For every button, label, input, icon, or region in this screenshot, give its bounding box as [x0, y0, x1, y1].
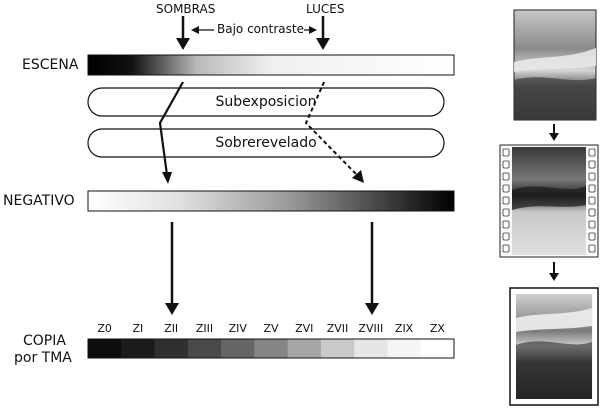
zone-label: ZIV	[228, 322, 247, 335]
zone-swatch	[187, 339, 222, 358]
sprocket-hole	[502, 232, 510, 241]
lights-path-arrow	[304, 81, 364, 183]
print-label-line2: por TMA	[14, 350, 72, 366]
zone-label: Z0	[97, 322, 112, 335]
zone-swatch	[154, 339, 189, 358]
sprocket-hole	[588, 196, 596, 205]
negative-film-strip	[499, 144, 599, 258]
sprocket-hole	[588, 172, 596, 181]
film-sprocket-holes	[502, 148, 596, 253]
sprocket-hole	[502, 184, 510, 193]
sprocket-hole	[588, 208, 596, 217]
scene-label: ESCENA	[22, 57, 79, 73]
zone-label: ZX	[429, 322, 445, 335]
sprocket-hole	[502, 172, 510, 181]
sprocket-hole	[588, 244, 596, 253]
lights-label: LUCES	[306, 2, 345, 16]
zone-swatch	[320, 339, 355, 358]
negative-gradient-bar	[87, 190, 455, 212]
sprocket-hole	[502, 208, 510, 217]
zone-label: ZVIII	[358, 322, 384, 335]
scene-gradient-bar	[87, 54, 455, 76]
sprocket-hole	[502, 160, 510, 169]
low-contrast-label: Bajo contraste	[217, 22, 304, 36]
sprocket-hole	[588, 184, 596, 193]
sprocket-hole	[502, 220, 510, 229]
zone-swatch	[420, 339, 455, 358]
zone-label: ZVI	[295, 322, 314, 335]
shadows-path-arrow	[158, 81, 184, 184]
lights-arrow	[316, 16, 330, 50]
sprocket-hole	[588, 220, 596, 229]
sprocket-hole	[588, 148, 596, 157]
zone-swatch	[121, 339, 156, 358]
sprocket-hole	[588, 232, 596, 241]
shadows-arrow	[176, 16, 190, 50]
zone-swatch	[221, 339, 255, 358]
zone-swatch	[287, 339, 322, 358]
zone-label: ZII	[164, 322, 179, 335]
zone-label: ZI	[132, 322, 144, 335]
down-arrow-1	[549, 124, 559, 141]
zone-label: ZIII	[195, 322, 214, 335]
zone-label: ZVII	[326, 322, 349, 335]
zone-label: ZIX	[394, 322, 414, 335]
zone-swatch	[88, 339, 122, 358]
sprocket-hole	[588, 160, 596, 169]
overdevelopment-box	[87, 128, 445, 158]
sprocket-hole	[502, 148, 510, 157]
print-zone-bar	[88, 339, 455, 358]
print-label-line1: COPIA	[23, 333, 66, 349]
print-photo	[509, 287, 599, 406]
underexposure-label: Subexposicion	[215, 94, 317, 110]
overdevelopment-label: Sobrerevelado	[215, 135, 317, 151]
negative-label: NEGATIVO	[3, 193, 75, 209]
scene-photo	[513, 9, 597, 121]
underexposure-box	[87, 87, 445, 117]
negative-to-print-arrow-right	[365, 222, 379, 315]
zone-swatch	[254, 339, 289, 358]
sprocket-hole	[502, 244, 510, 253]
zone-swatch	[354, 339, 388, 358]
zone-label: ZV	[263, 322, 279, 335]
zone-swatch	[387, 339, 422, 358]
down-arrow-2	[549, 262, 559, 281]
sprocket-hole	[502, 196, 510, 205]
shadows-label: SOMBRAS	[156, 2, 216, 16]
negative-to-print-arrow-left	[165, 222, 179, 315]
